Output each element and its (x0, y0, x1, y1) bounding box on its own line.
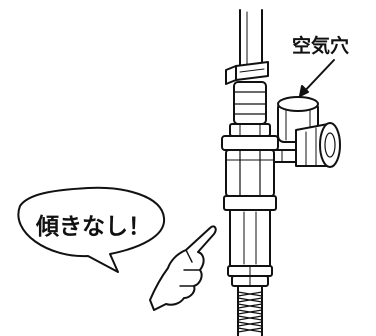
air-hole-arrow (299, 59, 335, 97)
upper-fitting (229, 81, 271, 137)
pointing-hand-icon (149, 225, 217, 311)
hose-clamp (225, 61, 269, 85)
lower-tube (227, 209, 273, 287)
braided-hose (237, 285, 263, 336)
main-coupling (221, 135, 279, 211)
speech-bubble (17, 186, 166, 273)
upper-pipe (239, 9, 263, 69)
air-valve (271, 96, 341, 168)
air-hole-label: 空気穴 (292, 34, 349, 57)
speech-text: 傾きなし！ (35, 214, 151, 240)
